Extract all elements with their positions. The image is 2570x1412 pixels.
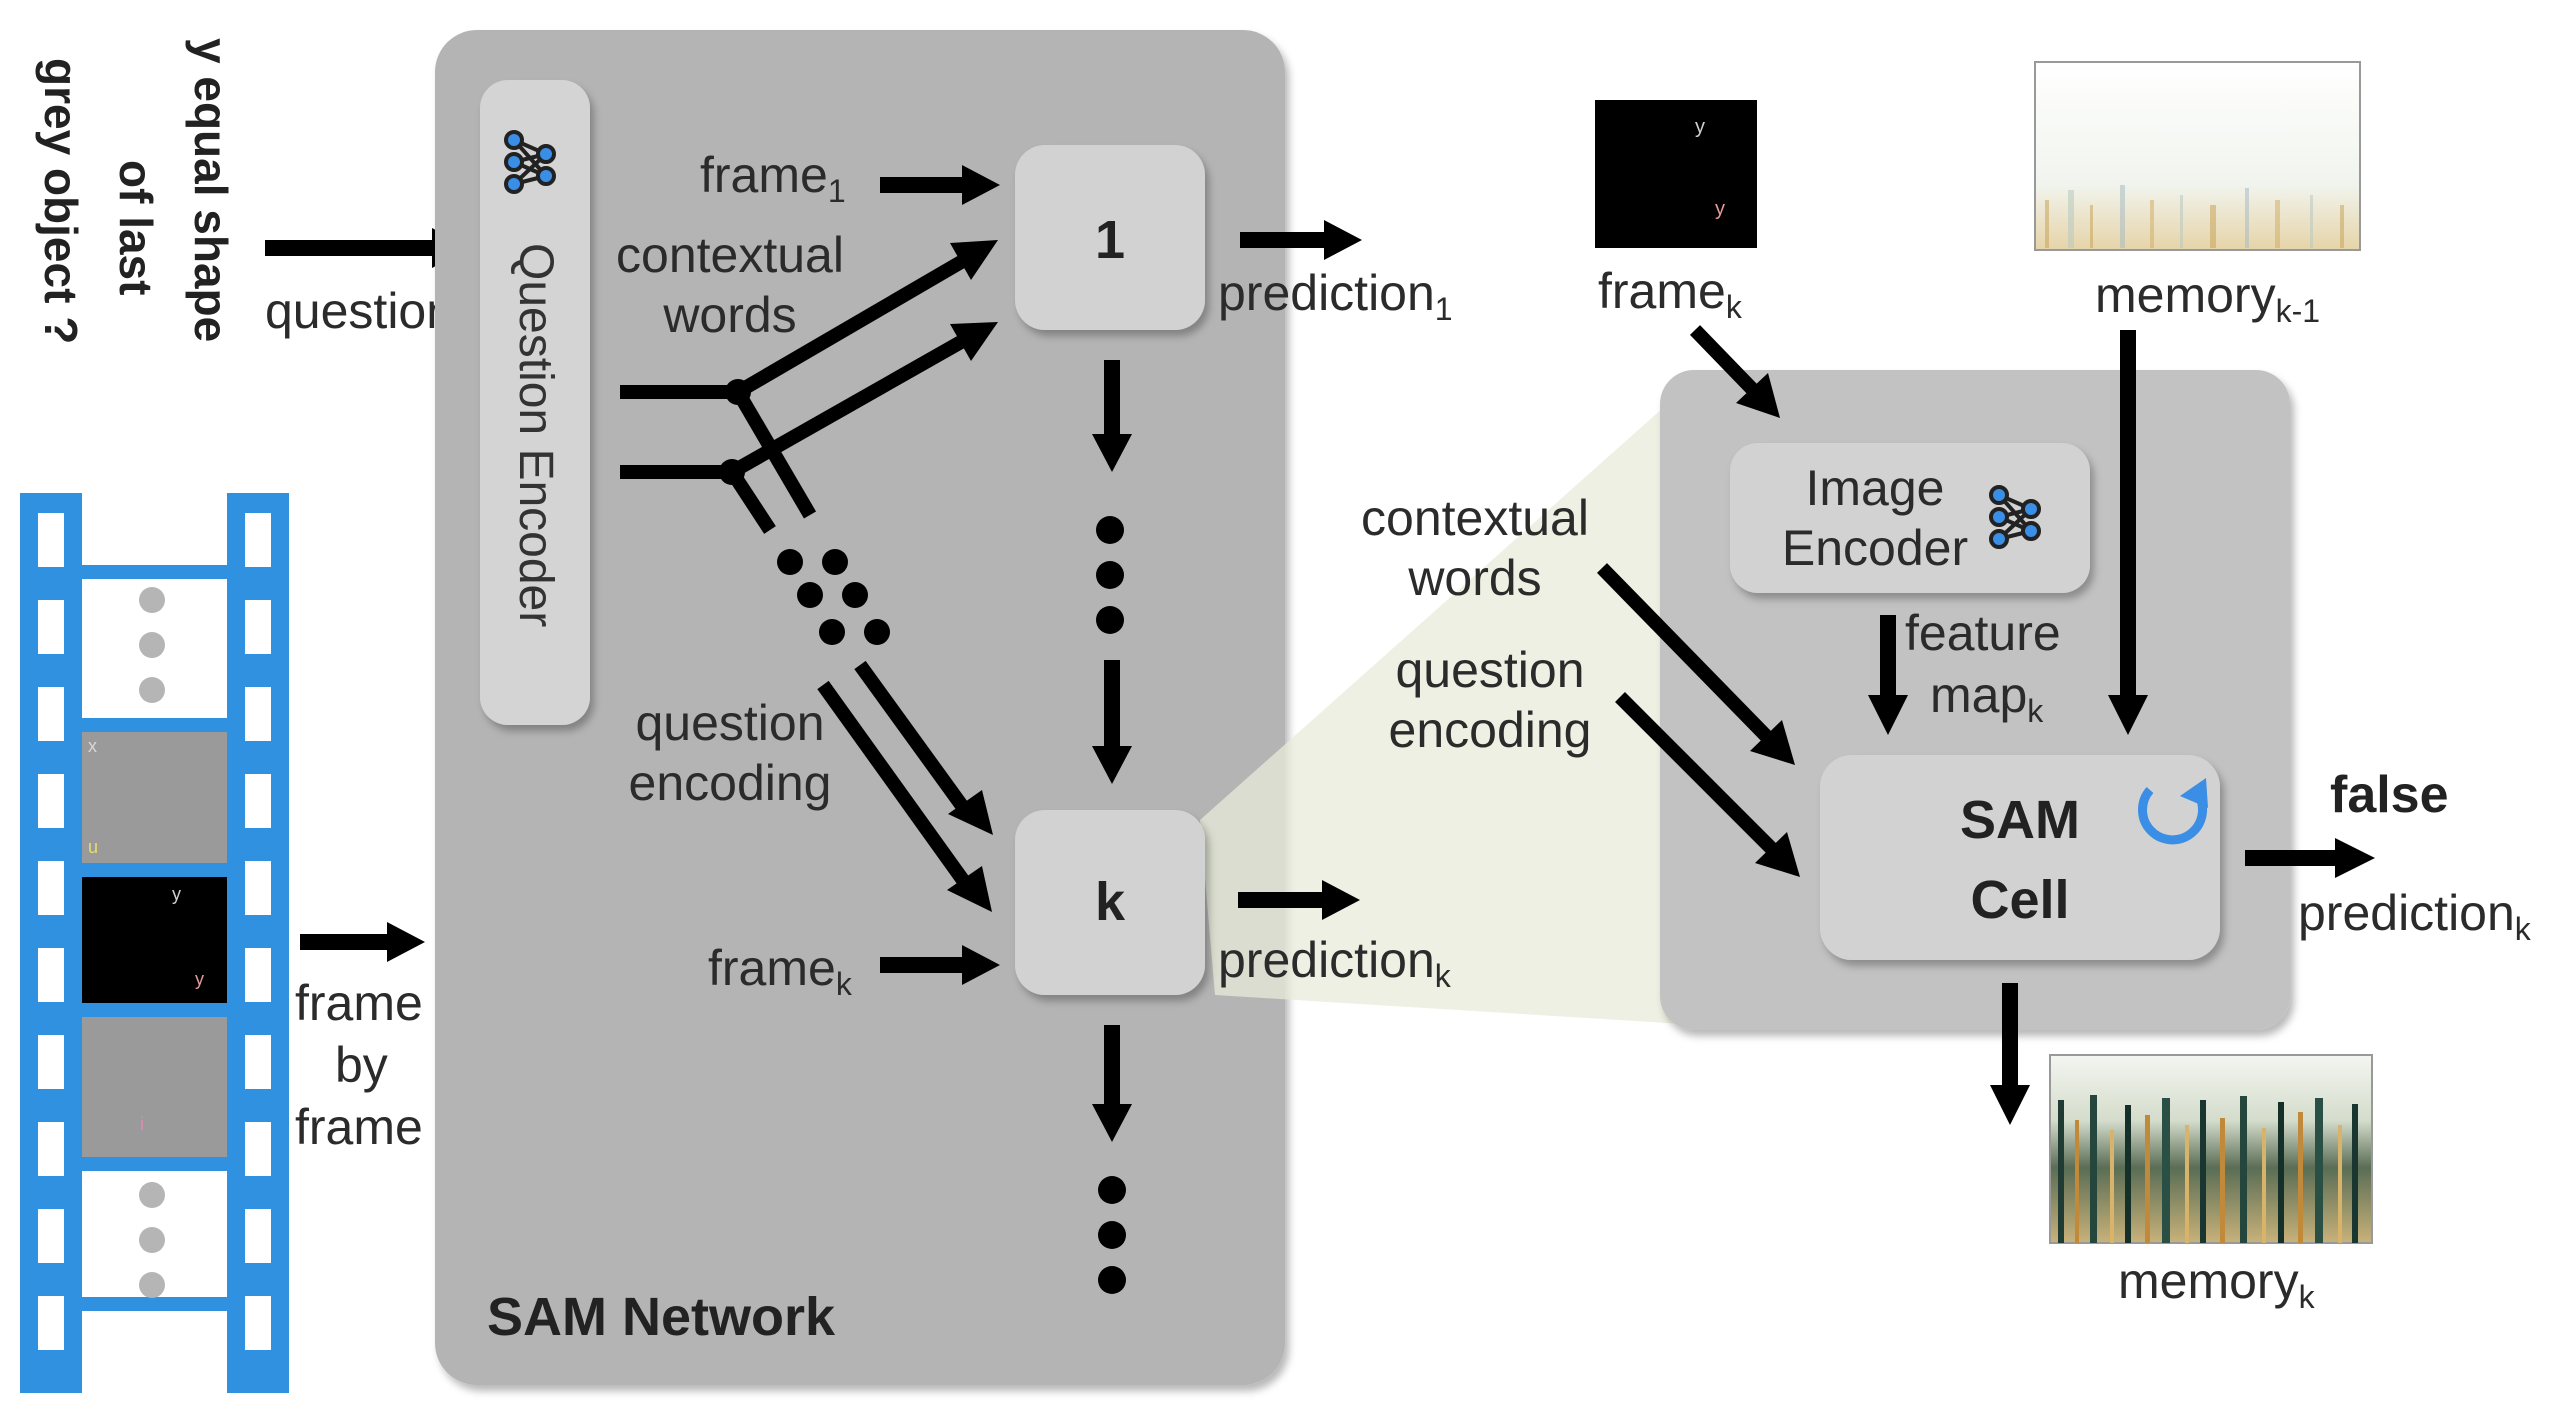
sam-cell-label-1: SAM	[1960, 790, 2080, 850]
film-frame-char: y	[195, 969, 204, 989]
film-frame-char: i	[140, 1114, 144, 1134]
detail-frame-k-label: framek	[1598, 263, 1743, 325]
network-arrows	[620, 165, 1362, 1142]
feature-map-label-2: mapk	[1930, 667, 2044, 729]
input-arrows	[265, 228, 470, 962]
cell-detail-arrows	[1596, 325, 2375, 1125]
question-encoding-label-2: encoding	[629, 755, 832, 811]
cell-k-box	[1015, 810, 1205, 995]
sam-network-panel	[435, 30, 1285, 1385]
cell-k-label: k	[1095, 872, 1126, 932]
memory-k-label: memoryk	[2118, 1253, 2316, 1315]
detail-contextual-words-1: contextual	[1361, 490, 1589, 546]
thumbnail-char: y	[1715, 198, 1725, 220]
refresh-icon	[2138, 778, 2208, 845]
question-encoder-label: Question Encoder	[509, 243, 562, 627]
frame-by-frame-label-3: frame	[295, 1099, 423, 1155]
answer-label: false	[2330, 766, 2449, 824]
film-frame-char: x	[88, 736, 97, 756]
question-line-3: grey object ?	[35, 58, 87, 344]
detail-contextual-words-2: words	[1407, 550, 1541, 606]
cell-1-box	[1015, 145, 1205, 330]
question-line-2: of last	[110, 160, 162, 295]
frame-by-frame-label-2: by	[335, 1037, 388, 1093]
image-encoder-label-1: Image	[1806, 460, 1945, 516]
feature-map-label-1: feature	[1905, 605, 2061, 661]
film-strip: x u y y i	[20, 493, 289, 1393]
sam-network-title: SAM Network	[487, 1287, 836, 1347]
film-ellipsis-bottom	[139, 1182, 165, 1298]
cell-1-label: 1	[1095, 210, 1125, 270]
zoom-projection	[1200, 375, 1700, 1025]
detail-question-encoding-1: question	[1395, 642, 1584, 698]
memory-prev-image	[2034, 61, 2361, 251]
frame-by-frame-label-1: frame	[295, 975, 423, 1031]
question-line-1: y equal shape	[185, 38, 237, 342]
film-frame-black	[82, 877, 227, 1003]
contextual-words-label-1: contextual	[616, 227, 844, 283]
memory-prev-label: memoryk-1	[2095, 267, 2320, 329]
detail-prediction-k-label: predictionk	[2298, 885, 2532, 947]
frame-k-thumbnail	[1595, 100, 1757, 248]
memory-k-stripes	[2058, 1095, 2358, 1243]
film-frame-grey-1	[82, 732, 227, 863]
film-ellipsis-top	[139, 587, 165, 703]
detail-question-encoding-2: encoding	[1389, 702, 1592, 758]
question-label: question	[265, 283, 454, 339]
thumbnail-char: y	[1695, 116, 1705, 138]
prediction-1-label: prediction1	[1218, 265, 1453, 327]
network-ellipsis	[777, 516, 1126, 1294]
sam-cell-label-2: Cell	[1970, 870, 2069, 930]
question-encoding-label-1: question	[635, 695, 824, 751]
film-frame-char: y	[172, 884, 181, 904]
film-frame-grey-2	[82, 1017, 227, 1157]
contextual-words-label-2: words	[662, 287, 796, 343]
question-encoder-box	[480, 80, 590, 725]
frame-1-label: frame1	[700, 147, 846, 209]
frame-k-label: framek	[708, 940, 853, 1002]
memory-prev-stripes	[2045, 185, 2344, 248]
image-encoder-label-2: Encoder	[1782, 520, 1968, 576]
question-text: y equal shape of last grey object ?	[35, 38, 237, 344]
neural-net-icon	[504, 130, 556, 194]
film-sprocket-holes	[38, 513, 271, 1350]
neural-net-icon	[1989, 485, 2041, 549]
image-encoder-box	[1730, 443, 2090, 593]
film-frame-char: u	[88, 837, 98, 857]
sam-cell-box	[1820, 755, 2220, 960]
prediction-k-label: predictionk	[1218, 932, 1452, 994]
memory-k-image	[2049, 1054, 2373, 1244]
